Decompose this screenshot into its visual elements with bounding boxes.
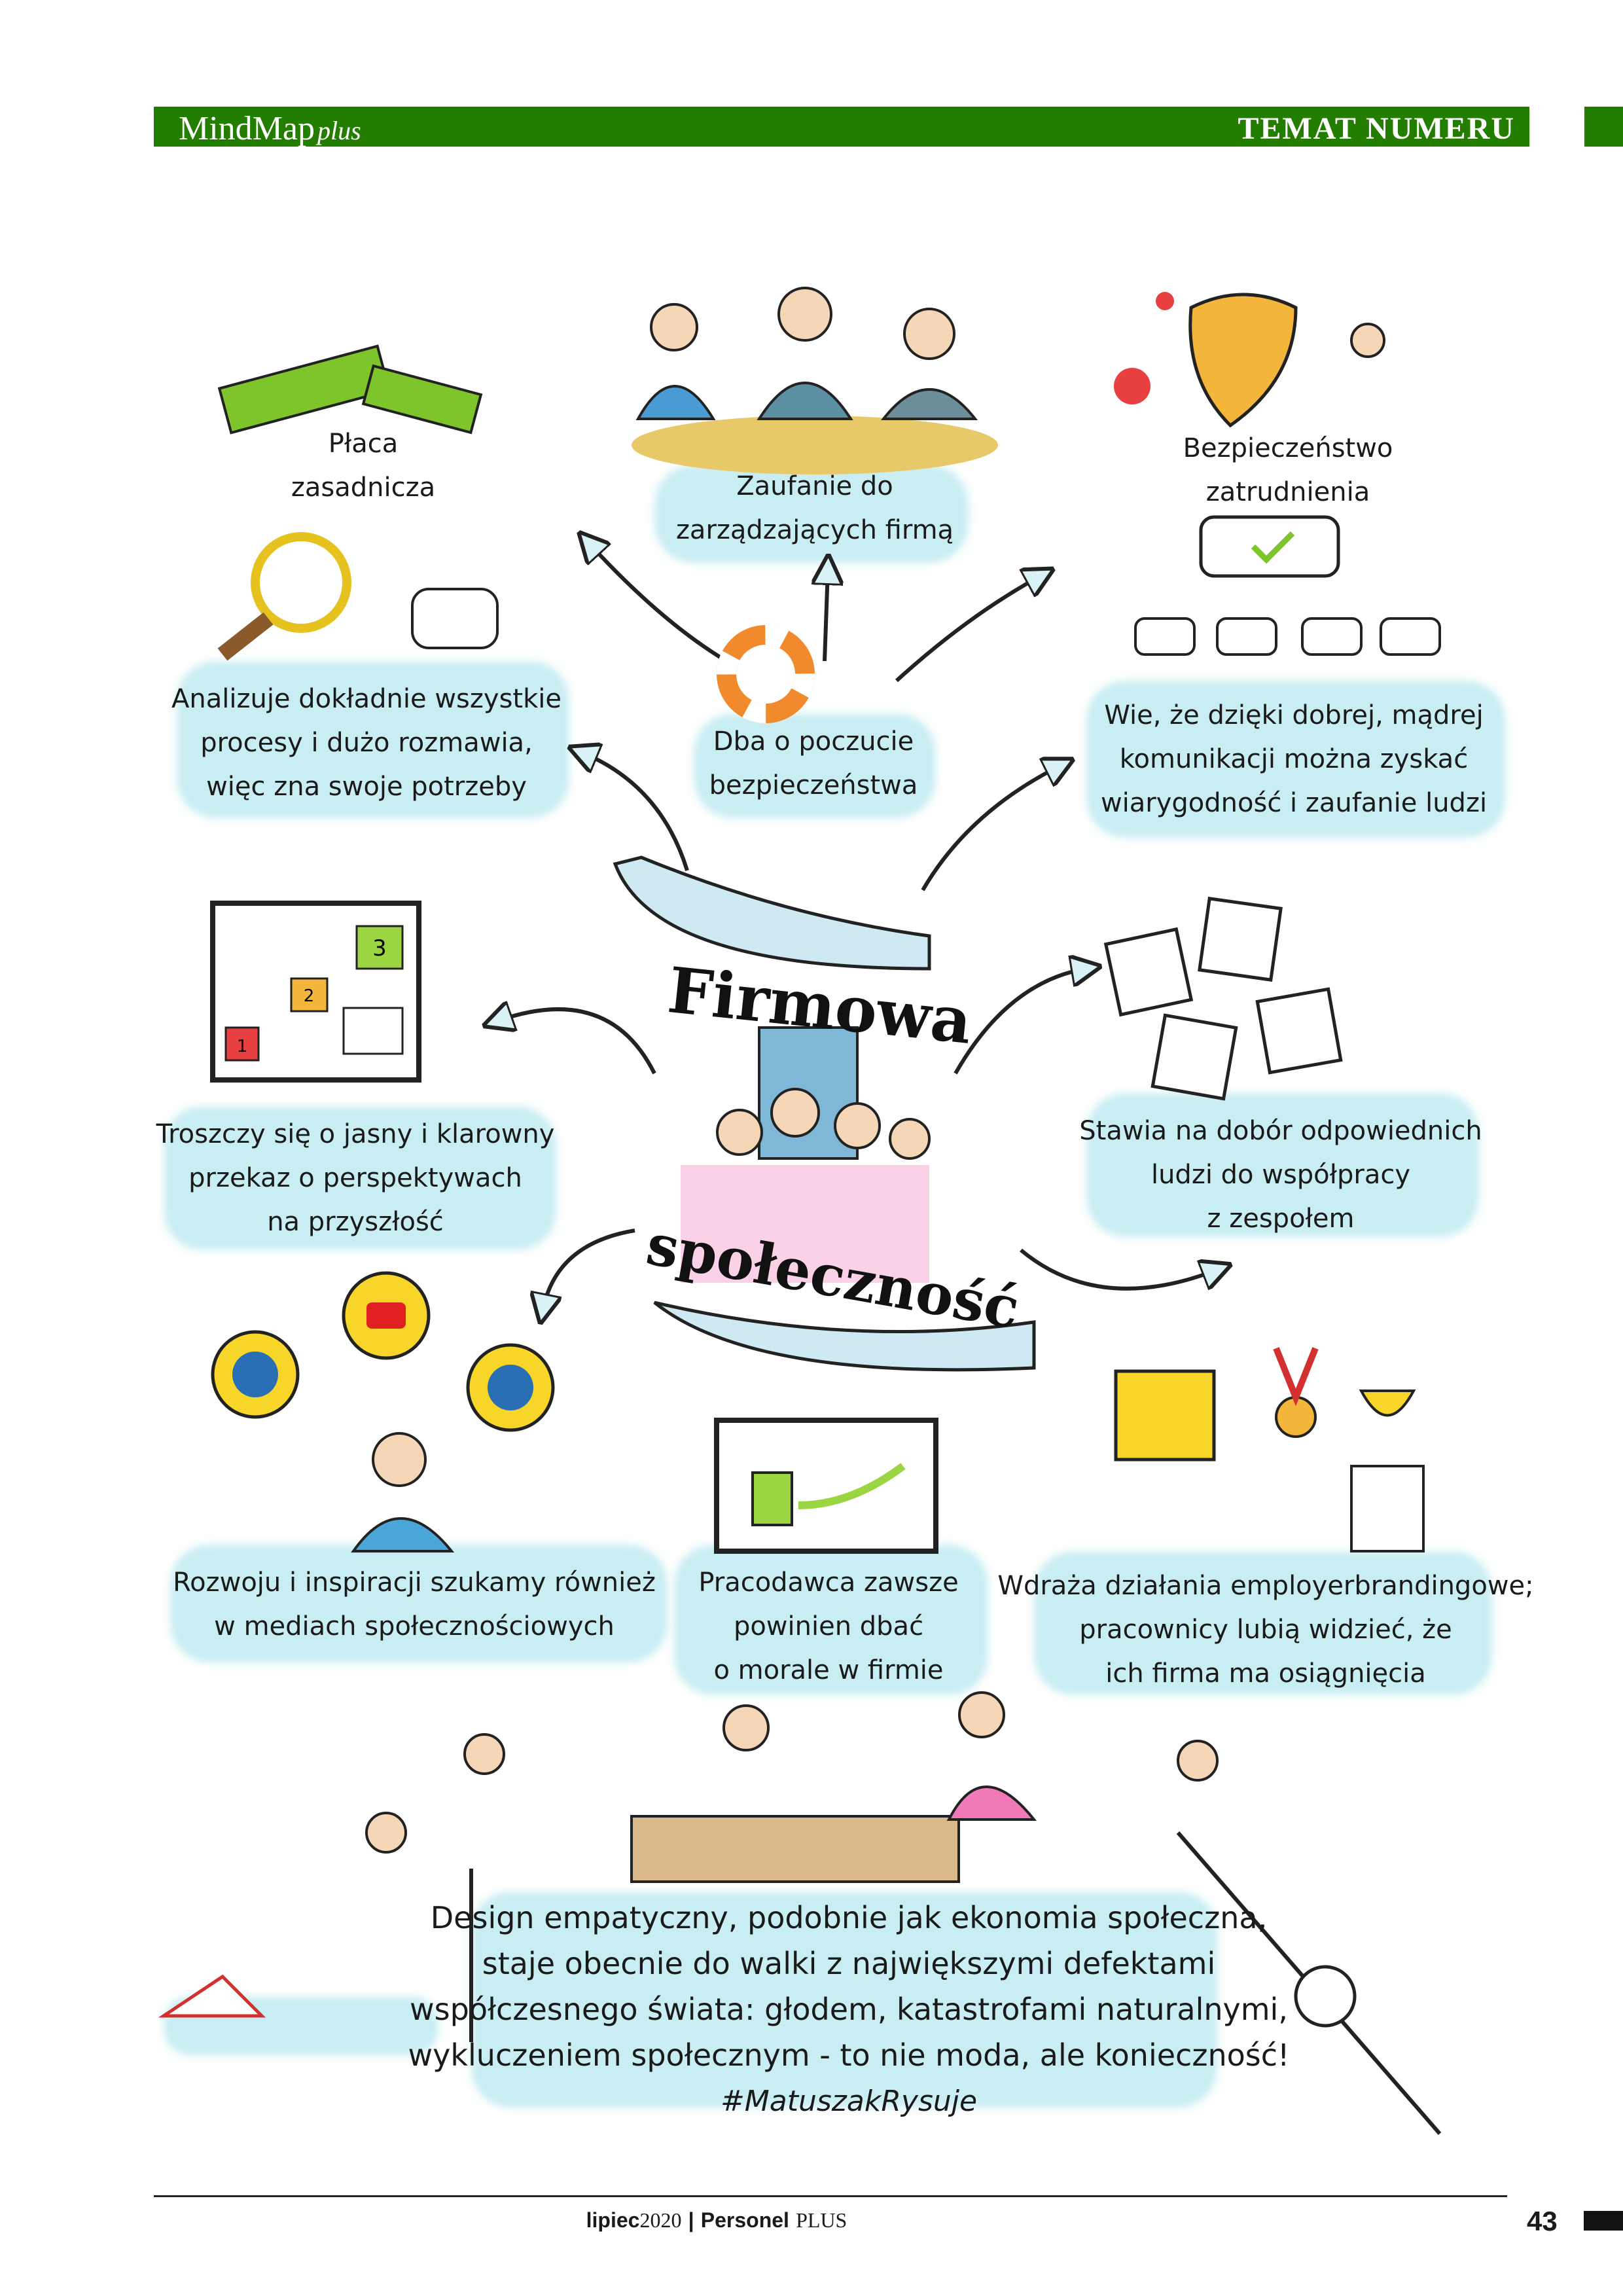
social-bulbs-icon	[211, 1271, 555, 1552]
step-2: 2	[304, 986, 315, 1006]
arrows	[497, 543, 1217, 1309]
footer-issue: lipiec2020 | Personel PLUS	[586, 2208, 847, 2232]
managers-icon	[632, 287, 998, 475]
page-number: 43	[1527, 2206, 1558, 2236]
checkmark-bubbles-icon	[1134, 617, 1441, 656]
magnifier-icon	[217, 532, 499, 661]
hand-bottom-icon	[653, 1300, 1036, 1372]
money-icon	[217, 344, 483, 435]
team-illustration	[681, 1026, 931, 1283]
header-tab-marker	[1584, 107, 1623, 147]
board-steps-icon: 1 2 3	[210, 901, 421, 1083]
step-3: 3	[372, 935, 387, 961]
author-signature: #MatuszakRysuje	[720, 2085, 978, 2118]
bottom-illustrations	[158, 1691, 1442, 2135]
trophy-icon	[1114, 1347, 1425, 1552]
puzzle-icon	[1103, 897, 1343, 1101]
lifebuoy-icon	[717, 625, 815, 723]
page-marker	[1584, 2211, 1623, 2231]
shield-icon	[1114, 292, 1385, 428]
thumbs-up-icon	[714, 1418, 938, 1554]
footer-rule	[154, 2195, 1507, 2197]
closing-paragraph: Design empatyczny, podobnie jak ekonomia…	[408, 1900, 1290, 2073]
step-1: 1	[237, 1037, 248, 1056]
node-employer-branding: Wdraża działania employerbrandingowe;pra…	[997, 1571, 1534, 1689]
checkmark-bubble-icon	[1199, 515, 1340, 578]
section-title: TEMAT NUMERU	[1238, 111, 1515, 146]
hand-top-icon	[613, 855, 931, 971]
